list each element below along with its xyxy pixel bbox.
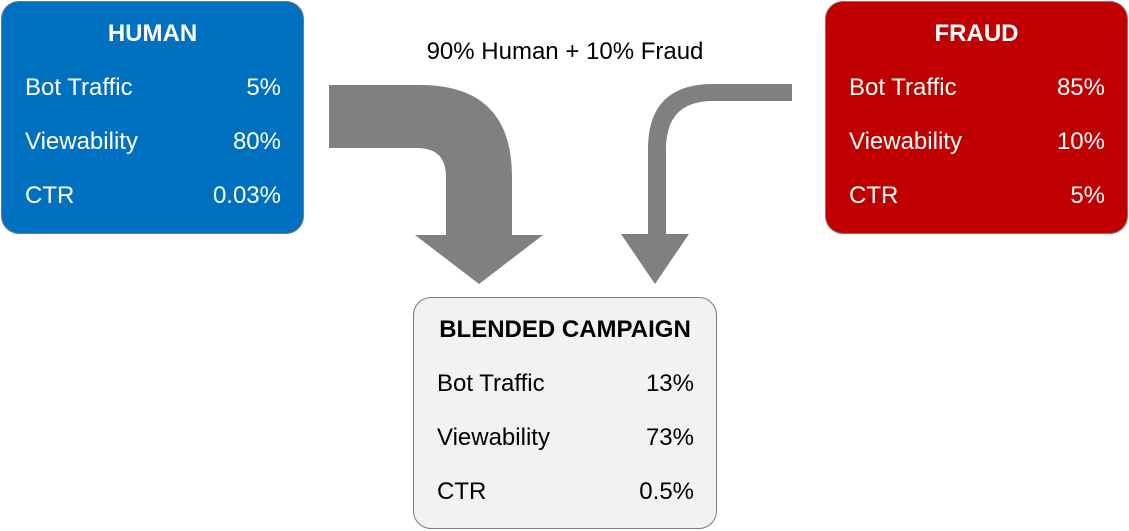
fraud-row-ctr: CTR 5% [849, 182, 1105, 210]
human-row-value: 0.03% [212, 182, 281, 209]
blended-row-value: 73% [645, 424, 694, 451]
human-row-label: Viewability [25, 128, 138, 155]
fraud-row-label: Viewability [849, 128, 962, 155]
fraud-row-label: CTR [849, 182, 899, 209]
fraud-row-value: 5% [1070, 182, 1105, 209]
fraud-row-label: Bot Traffic [849, 74, 957, 101]
fraud-row-bot-traffic: Bot Traffic 85% [849, 74, 1105, 102]
human-row-viewability: Viewability 80% [25, 128, 281, 156]
blended-row-label: CTR [437, 478, 487, 505]
fraud-flow-arrow [621, 84, 792, 284]
blended-title: BLENDED CAMPAIGN [439, 316, 691, 343]
fraud-row-value: 10% [1056, 128, 1105, 155]
human-row-value: 80% [232, 128, 281, 155]
blended-campaign-box: BLENDED CAMPAIGN Bot Traffic 13% Viewabi… [413, 297, 717, 529]
fraud-box: FRAUD Bot Traffic 85% Viewability 10% CT… [825, 1, 1128, 234]
blended-row-bot-traffic: Bot Traffic 13% [437, 370, 694, 398]
blended-row-value: 13% [645, 370, 694, 397]
human-flow-arrow [329, 85, 543, 284]
blended-row-ctr: CTR 0.5% [437, 478, 694, 506]
human-row-label: Bot Traffic [25, 74, 133, 101]
human-row-bot-traffic: Bot Traffic 5% [25, 74, 281, 102]
fraud-row-viewability: Viewability 10% [849, 128, 1105, 156]
blend-ratio-label: 90% Human + 10% Fraud [426, 38, 704, 65]
blended-row-value: 0.5% [639, 478, 694, 505]
blended-row-label: Bot Traffic [437, 370, 545, 397]
fraud-title: FRAUD [934, 20, 1019, 47]
human-row-value: 5% [246, 74, 281, 101]
human-title: HUMAN [107, 20, 198, 47]
blended-row-label: Viewability [437, 424, 550, 451]
fraud-row-value: 85% [1056, 74, 1105, 101]
human-row-ctr: CTR 0.03% [25, 182, 281, 210]
human-row-label: CTR [25, 182, 75, 209]
blended-row-viewability: Viewability 73% [437, 424, 694, 452]
human-box: HUMAN Bot Traffic 5% Viewability 80% CTR… [1, 1, 304, 234]
